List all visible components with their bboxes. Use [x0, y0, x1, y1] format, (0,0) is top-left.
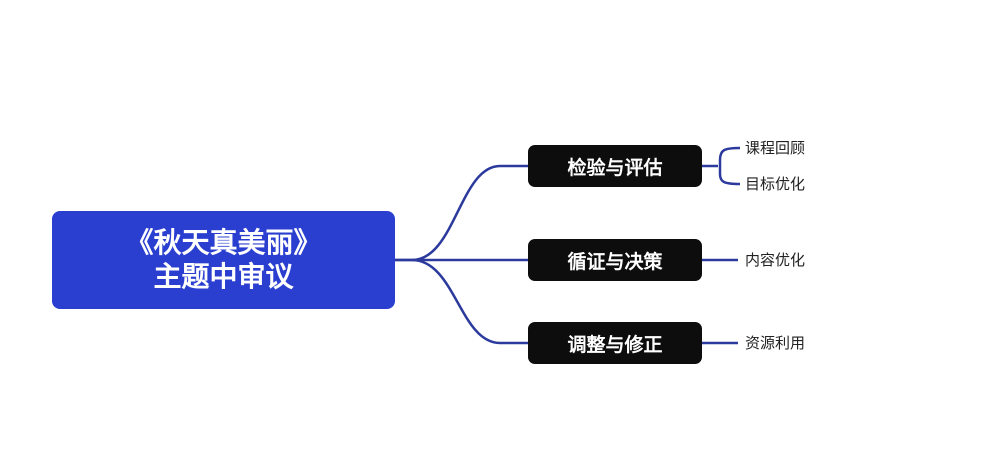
connector-root-branch-3 — [411, 258, 528, 345]
connector-root-branch-1 — [395, 164, 528, 262]
root-node[interactable]: 《秋天真美丽》 主题中审议 — [52, 211, 395, 309]
leaf-node[interactable]: 目标优化 — [745, 175, 806, 193]
branch-node-3[interactable]: 调整与修正 — [528, 322, 702, 364]
leaf-node[interactable]: 课程回顾 — [745, 139, 806, 157]
connector-branch-1-leaves — [702, 146, 741, 186]
root-title-line2: 主题中审议 — [153, 260, 294, 293]
root-title-line1: 《秋天真美丽》 — [125, 226, 322, 259]
leaf-node[interactable]: 资源利用 — [745, 334, 806, 352]
branch-node-2[interactable]: 循证与决策 — [528, 239, 702, 281]
leaf-node[interactable]: 内容优化 — [745, 251, 806, 269]
branch-node-1[interactable]: 检验与评估 — [528, 145, 702, 187]
